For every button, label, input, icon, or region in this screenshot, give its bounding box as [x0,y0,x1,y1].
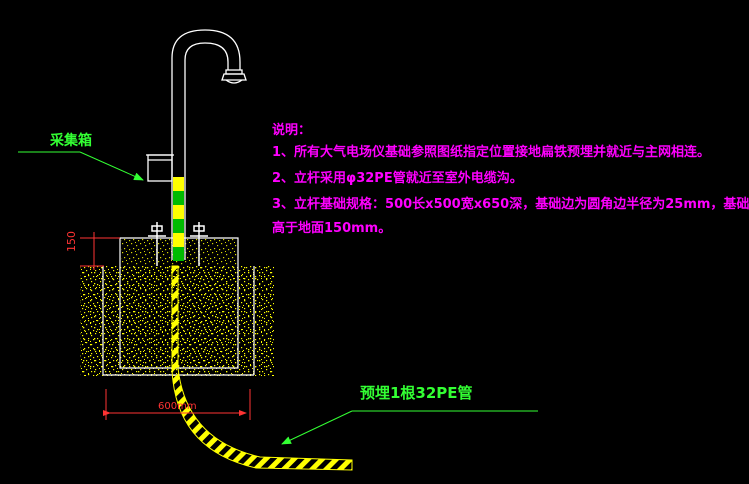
sensor-head [221,69,247,84]
notes-line-1: 1、所有大气电场仪基础参照图纸指定位置接地扁铁预埋并就近与主网相连。 [272,145,711,160]
width-dimension [103,389,251,420]
pipe-label: 预埋1根32PE管 [360,384,473,402]
pole [171,29,241,261]
height-dimension-text: 150 [65,231,78,252]
anchor-bolts [148,222,208,266]
notes-title: 说明： [272,123,312,138]
notes-line-3b: 高于地面150mm。 [272,221,392,236]
notes-line-3a: 3、立杆基础规格：500长x500宽x650深，基础边为圆角边半径为25mm，基… [272,197,749,212]
collector-box-label: 采集箱 [50,133,92,149]
height-dimension [80,232,120,270]
collector-box [146,154,174,182]
width-dimension-text: 600mm [158,401,197,412]
notes-line-2: 2、立杆采用φ32PE管就近至室外电缆沟。 [272,171,523,186]
embedded-pipe [171,265,353,471]
leader-lines [18,151,538,445]
